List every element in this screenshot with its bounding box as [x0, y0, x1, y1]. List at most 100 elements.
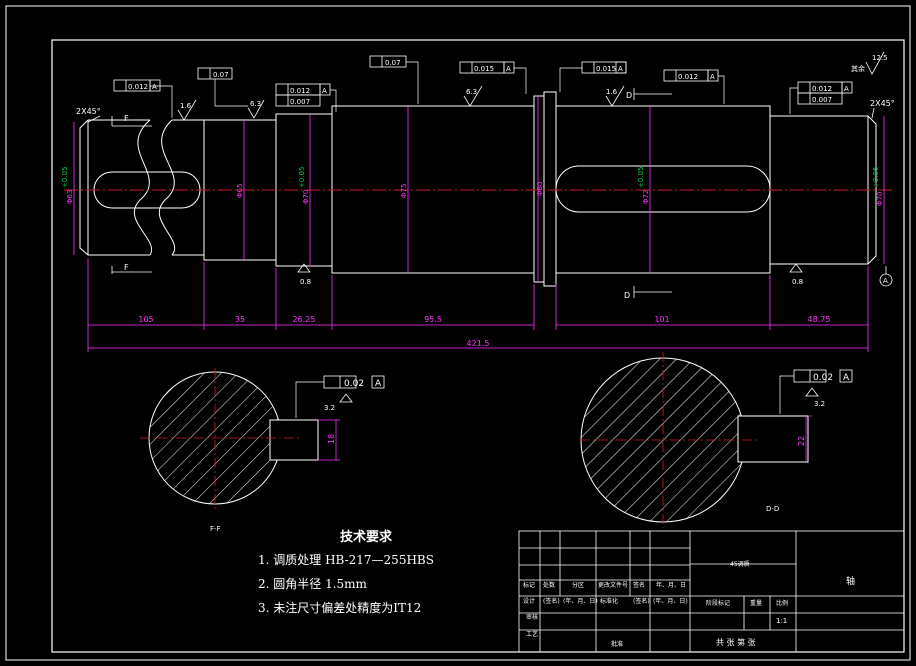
tb-row-5: (签名): [633, 597, 650, 605]
svg-text:A: A: [883, 277, 888, 285]
leader-lines: [150, 61, 798, 118]
tb-sheets: 共 张 第 张: [716, 637, 756, 647]
title-block-text: 标记 处数 分区 更改文件号 签名 年、月、日 设计 (签名) (年、月、日) …: [523, 560, 855, 648]
gdt-values: 0.012 A 0.07 0.012 A 0.007 0.07 0.015 A …: [128, 59, 849, 106]
diam-label-5: Φ80: [536, 182, 544, 196]
svg-text:A: A: [843, 373, 850, 383]
tb-scale-label: 比例: [776, 599, 788, 607]
ff-gdt-value: 0.02: [344, 379, 364, 389]
gdt-cyl-1: 0.07: [213, 71, 229, 79]
requirements-title: 技术要求: [340, 530, 393, 545]
gdt-runout-right: 0.012: [812, 85, 832, 93]
chamfer-right: 2X45°: [870, 99, 895, 108]
svg-text:F: F: [124, 114, 129, 123]
tb-header-1: 标记: [523, 581, 535, 589]
svg-text:A: A: [322, 87, 327, 95]
roughness-2: 6.3: [250, 100, 261, 108]
gdt-runout-mid-b: 0.015: [596, 65, 616, 73]
roughness-4: 1.6: [606, 88, 618, 96]
diam-label-6: Φ72: [642, 190, 650, 204]
length-labels: 105 35 26.25 95.5 101 48.75 421.5: [138, 315, 830, 348]
roughness-5: 0.8: [300, 278, 311, 286]
tb-row-3: (年、月、日): [563, 597, 598, 605]
datum-a-marker: A: [879, 266, 893, 287]
section-marker-d: D D: [624, 88, 672, 300]
ff-label: F-F: [210, 525, 221, 533]
dd-gdt-value: 0.02: [813, 373, 833, 383]
gdt-runout-mid-a: 0.015: [474, 65, 494, 73]
gdt-cyl-left: 0.007: [290, 98, 310, 106]
svg-text:F: F: [124, 263, 129, 272]
requirement-1: 1. 调质处理 HB-217—255HBS: [258, 553, 434, 567]
svg-text:A: A: [618, 65, 623, 73]
svg-text:D: D: [626, 91, 632, 100]
tol-label-4: +0.05: [872, 167, 880, 188]
ff-roughness: 3.2: [324, 404, 335, 412]
chamfer-left: 2X45°: [76, 107, 101, 116]
outer-frame: [5, 5, 911, 661]
roughness-symbols: [177, 85, 803, 273]
tb-process: 工艺: [526, 630, 538, 638]
requirement-3: 3. 未注尺寸偏差处精度为IT12: [258, 601, 422, 615]
gdt-frames: [113, 55, 853, 107]
dim-101: 101: [654, 315, 669, 324]
dim-48-75: 48.75: [808, 315, 831, 324]
dim-26-25: 26.25: [293, 315, 316, 324]
dim-35: 35: [235, 315, 245, 324]
tb-header-6: 年、月、日: [656, 581, 686, 589]
diam-label-7: Φ70: [876, 192, 884, 206]
tb-approve: 批准: [611, 640, 623, 648]
roughness-1: 1.6: [180, 102, 192, 110]
keyway-right: [555, 165, 771, 213]
tb-header-5: 签名: [633, 581, 645, 589]
title-block: [518, 530, 905, 653]
dim-95-5: 95.5: [424, 315, 442, 324]
svg-text:A: A: [152, 83, 157, 91]
dim-overall: 421.5: [467, 339, 490, 348]
section-dd-view: 22 0.02 A 3.2 D-D: [580, 352, 853, 528]
other-roughness-value: 12.5: [872, 54, 888, 62]
dd-keyway-width: 22: [797, 436, 806, 446]
gdt-cyl-2: 0.07: [385, 59, 401, 67]
gdt-runout-left: 0.012: [128, 83, 148, 91]
tb-part-name: 轴: [846, 575, 855, 587]
gdt-center: 0.012: [290, 87, 310, 95]
svg-text:A: A: [375, 379, 382, 389]
dim-105: 105: [138, 315, 153, 324]
ff-keyway-width: 18: [327, 434, 336, 444]
tol-label-1: +0.05: [61, 167, 69, 188]
tb-header-3: 分区: [572, 581, 584, 589]
break-line-1: [133, 119, 153, 256]
tb-header-2: 处数: [543, 581, 555, 589]
tb-row-2: (签名): [543, 597, 560, 605]
diam-label-4: Φ75: [400, 184, 408, 198]
inner-frame: [51, 39, 905, 653]
tb-stage: 阶段标记: [706, 599, 730, 607]
length-dims: [87, 258, 869, 352]
break-line-2: [158, 119, 175, 256]
roughness-3: 6.3: [466, 88, 477, 96]
other-roughness-note: 其余: [851, 64, 865, 73]
svg-text:A: A: [844, 85, 849, 93]
gdt-runout-right-center: 0.012: [678, 73, 698, 81]
diam-label-2: Φ65: [236, 184, 244, 198]
svg-text:A: A: [710, 73, 715, 81]
section-marker-f: F F: [111, 114, 152, 274]
diameter-dims: [73, 96, 885, 282]
tolerance-labels: +0.05 +0.05 +0.05 +0.05: [61, 167, 880, 188]
tb-scale: 1:1: [776, 617, 787, 625]
tol-label-2: +0.05: [298, 167, 306, 188]
dd-label: D-D: [766, 505, 779, 513]
tb-review: 审核: [526, 613, 538, 621]
gdt-cyl-right: 0.007: [812, 96, 832, 104]
diam-label-3: Φ70: [302, 190, 310, 204]
requirement-2: 2. 圆角半径 1.5mm: [258, 577, 367, 591]
svg-text:A: A: [506, 65, 511, 73]
tb-weight: 重量: [750, 599, 762, 607]
svg-text:D: D: [624, 291, 630, 300]
tol-label-3: +0.05: [637, 167, 645, 188]
dd-roughness: 3.2: [814, 400, 825, 408]
section-ff-view: 18 0.02 A 3.2 F-F: [140, 368, 385, 533]
diameter-labels: Φ63 Φ65 Φ70 Φ75 Φ80 Φ72 Φ70: [66, 182, 884, 206]
